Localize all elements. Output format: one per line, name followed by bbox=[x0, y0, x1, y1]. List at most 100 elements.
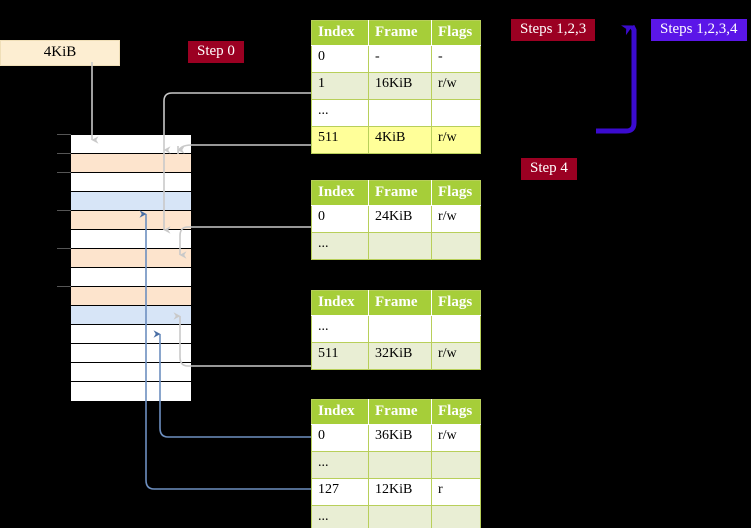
memory-frame-cell bbox=[71, 306, 191, 325]
link-t2-row511-to-memory bbox=[173, 312, 311, 367]
col-header-index: Index bbox=[311, 180, 369, 206]
memory-tick bbox=[57, 286, 71, 287]
link-t1-row0-to-memory bbox=[179, 226, 311, 259]
cell-flags bbox=[431, 504, 481, 528]
page-size-label-text: 4KiB bbox=[43, 44, 77, 60]
memory-tick bbox=[57, 210, 71, 211]
cell-flags: r/w bbox=[431, 204, 481, 233]
badge-step-4: Step 4 bbox=[521, 158, 577, 181]
cell-index: ... bbox=[311, 450, 369, 479]
cell-frame: 32KiB bbox=[368, 341, 432, 370]
link-t0-row511-segment bbox=[177, 144, 311, 155]
cell-frame bbox=[368, 504, 432, 528]
col-header-frame: Frame bbox=[368, 20, 432, 46]
cell-frame: 24KiB bbox=[368, 204, 432, 233]
col-header-index: Index bbox=[311, 290, 369, 316]
badge-step-0-label: Step 0 bbox=[197, 43, 235, 59]
table-row: ... bbox=[311, 504, 481, 528]
physical-memory-column bbox=[70, 134, 192, 402]
cell-frame bbox=[368, 231, 432, 260]
memory-tick bbox=[57, 172, 71, 173]
cell-flags: r/w bbox=[431, 125, 481, 154]
badge-steps-1234-label: Steps 1,2,3,4 bbox=[660, 21, 738, 37]
cell-flags: r/w bbox=[431, 341, 481, 370]
cell-frame: 4KiB bbox=[368, 125, 432, 154]
badge-steps-123-label: Steps 1,2,3 bbox=[520, 21, 587, 37]
memory-frame-cell bbox=[71, 249, 191, 268]
table-row: ... bbox=[311, 450, 481, 479]
memory-tick bbox=[57, 134, 71, 135]
col-header-frame: Frame bbox=[368, 180, 432, 206]
cell-index: ... bbox=[311, 504, 369, 528]
cell-flags: r/w bbox=[431, 71, 481, 100]
cell-frame bbox=[368, 314, 432, 343]
cell-index: 511 bbox=[311, 125, 369, 154]
memory-frame-cell bbox=[71, 325, 191, 344]
table-row: ... bbox=[311, 231, 481, 260]
memory-frame-cell bbox=[71, 173, 191, 192]
cell-index: ... bbox=[311, 314, 369, 343]
cell-index: 0 bbox=[311, 44, 369, 73]
cell-index: 511 bbox=[311, 341, 369, 370]
memory-frame-cell bbox=[71, 363, 191, 382]
memory-frame-cell bbox=[71, 230, 191, 249]
memory-frame-cell bbox=[71, 135, 191, 154]
cell-flags: r bbox=[431, 477, 481, 506]
cell-index: 1 bbox=[311, 71, 369, 100]
badge-steps-123: Steps 1,2,3 bbox=[511, 19, 596, 42]
col-header-index: Index bbox=[311, 20, 369, 46]
memory-frame-cell bbox=[71, 192, 191, 211]
memory-tick bbox=[57, 153, 71, 154]
memory-frame-cell bbox=[71, 211, 191, 230]
cell-index: 0 bbox=[311, 423, 369, 452]
cell-flags bbox=[431, 450, 481, 479]
memory-frame-cell bbox=[71, 382, 191, 401]
col-header-frame: Frame bbox=[368, 399, 432, 425]
col-header-flags: Flags bbox=[431, 399, 481, 425]
cell-flags bbox=[431, 98, 481, 127]
cell-flags: - bbox=[431, 44, 481, 73]
cell-flags bbox=[431, 314, 481, 343]
cell-index: ... bbox=[311, 98, 369, 127]
badge-step-0: Step 0 bbox=[188, 41, 244, 64]
cell-flags: r/w bbox=[431, 423, 481, 452]
cell-index: 127 bbox=[311, 477, 369, 506]
cell-flags bbox=[431, 231, 481, 260]
table-row: ... bbox=[311, 314, 481, 343]
cell-frame: 36KiB bbox=[368, 423, 432, 452]
cell-frame: 16KiB bbox=[368, 71, 432, 100]
badge-steps-1234: Steps 1,2,3,4 bbox=[651, 19, 747, 42]
col-header-index: Index bbox=[311, 399, 369, 425]
memory-frame-cell bbox=[71, 268, 191, 287]
cell-frame bbox=[368, 98, 432, 127]
badge-step-4-label: Step 4 bbox=[530, 160, 568, 176]
col-header-flags: Flags bbox=[431, 180, 481, 206]
cell-index: 0 bbox=[311, 204, 369, 233]
memory-tick bbox=[57, 248, 71, 249]
cell-frame bbox=[368, 450, 432, 479]
memory-frame-cell bbox=[71, 344, 191, 363]
table-row: ... bbox=[311, 98, 481, 127]
cell-frame: 12KiB bbox=[368, 477, 432, 506]
page-size-label-box: 4KiB bbox=[0, 40, 120, 66]
col-header-frame: Frame bbox=[368, 290, 432, 316]
col-header-flags: Flags bbox=[431, 290, 481, 316]
col-header-flags: Flags bbox=[431, 20, 481, 46]
memory-frame-cell bbox=[71, 154, 191, 173]
cell-index: ... bbox=[311, 231, 369, 260]
